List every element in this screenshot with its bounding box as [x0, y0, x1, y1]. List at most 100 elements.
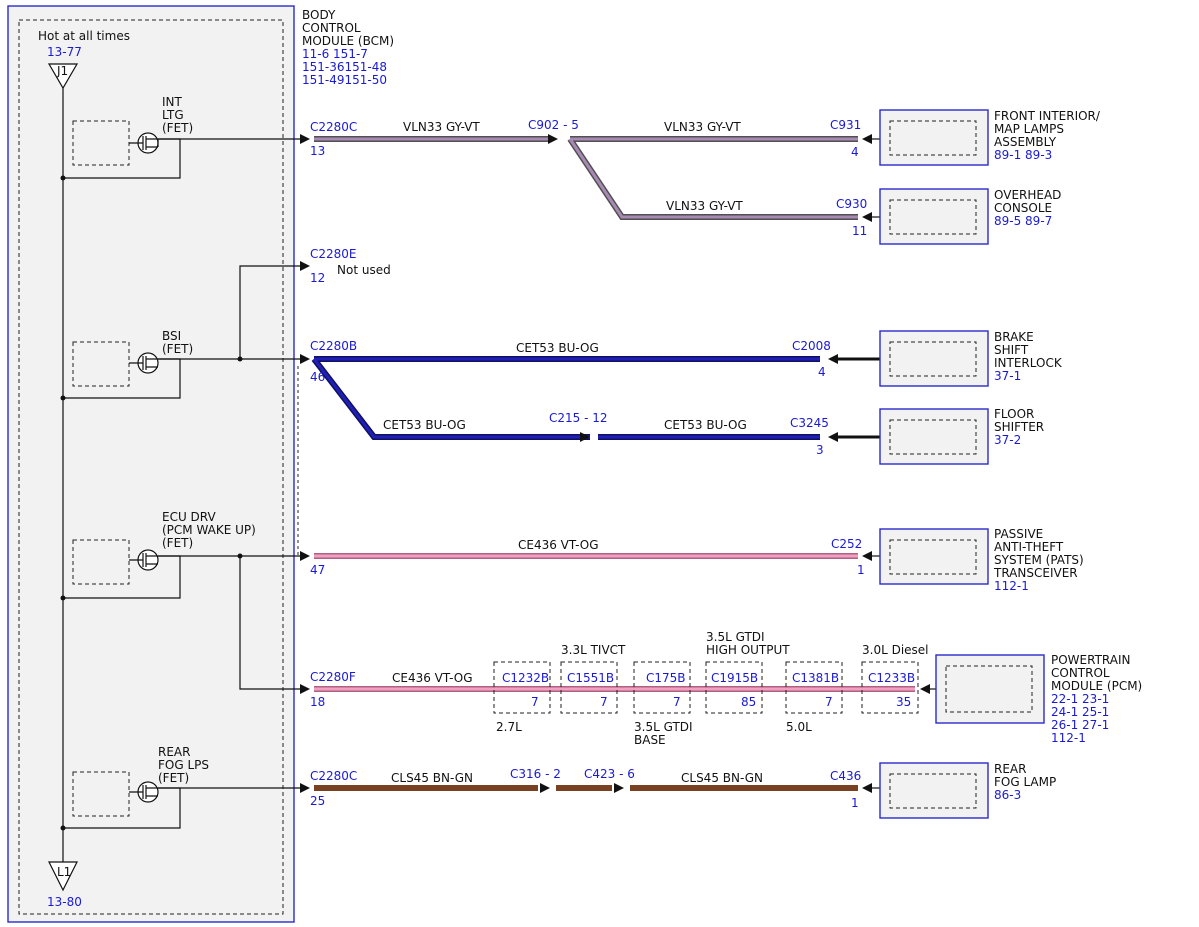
wire-cet53 [311, 356, 820, 442]
variant-c1915b-pin: 85 [741, 695, 756, 709]
module-overhead-name: OVERHEAD CONSOLE [994, 188, 1065, 215]
module-internal-box [889, 199, 977, 235]
l1-label: L1 [57, 865, 71, 879]
module-floor-shifter-name: FLOOR SHIFTER [994, 407, 1044, 434]
fet-rear-fog-label: REAR FOG LPS (FET) [158, 745, 213, 785]
module-brake-shift-interlock [879, 330, 989, 387]
conn-c2280b: C2280B [310, 339, 357, 353]
variant-c1233b-pin: 35 [896, 695, 911, 709]
fet-int-ltg-label: INT LTG (FET) [162, 95, 193, 135]
variant-box-c1551b [560, 661, 618, 714]
module-internal-box [889, 341, 977, 377]
conn-c423: C423 - 6 [584, 767, 635, 781]
module-rear-fog-lamp [879, 762, 989, 819]
j1-ref: 13-77 [47, 45, 82, 59]
wire-label-ce436-a: CE436 VT-OG [518, 538, 599, 552]
pin-47: 47 [310, 563, 325, 577]
fet-driver-box [72, 341, 130, 387]
module-pcm-name: POWERTRAIN CONTROL MODULE (PCM) [1051, 653, 1142, 693]
bcm-title: BODY CONTROL MODULE (BCM) [302, 8, 394, 48]
conn-c252: C252 [831, 537, 862, 551]
conn-c2280c-bottom: C2280C [310, 769, 357, 783]
wire-label-cet53-c: CET53 BU-OG [664, 418, 747, 432]
conn-c316: C316 - 2 [510, 767, 561, 781]
wire-label-cet53-b: CET53 BU-OG [383, 418, 466, 432]
conn-c2008: C2008 [792, 339, 831, 353]
l1-splice-icon [48, 861, 78, 892]
module-front-interior [879, 109, 989, 166]
module-internal-box [889, 539, 977, 575]
variant-label-27: 2.7L [496, 720, 522, 734]
pin-46: 46 [310, 370, 325, 384]
variant-c1232b-pin: 7 [531, 695, 539, 709]
module-overhead-refs: 89-5 89-7 [994, 214, 1052, 228]
conn-c930: C930 [836, 197, 867, 211]
conn-c215: C215 - 12 [549, 411, 608, 425]
pin-c436: 1 [851, 796, 859, 810]
wire-label-vln33-a: VLN33 GY-VT [403, 120, 480, 134]
variant-box-c175b [633, 661, 691, 714]
bcm-internal-outline [18, 19, 284, 915]
fet-rear-fog [60, 771, 300, 831]
module-rear-fog-name: REAR FOG LAMP [994, 762, 1056, 789]
wire-label-vln33-b: VLN33 GY-VT [664, 120, 741, 134]
module-floor-shifter-refs: 37-2 [994, 433, 1021, 447]
module-front-interior-refs: 89-1 89-3 [994, 148, 1052, 162]
wire-label-ce436-b: CE436 VT-OG [392, 671, 473, 685]
module-input-arrows [828, 134, 930, 793]
pin-18: 18 [310, 695, 325, 709]
pin-c931: 4 [851, 145, 859, 159]
variant-c1915b: C1915B [711, 671, 758, 685]
pin-c2008: 4 [818, 365, 826, 379]
conn-c2280e: C2280E [310, 247, 357, 261]
fet-int-ltg [60, 120, 300, 181]
fet-bsi-label: BSI (FET) [162, 329, 193, 356]
variant-c1233b: C1233B [868, 671, 915, 685]
conn-c902: C902 - 5 [528, 118, 579, 132]
variant-box-c1232b [493, 661, 551, 714]
variant-box-c1233b [861, 661, 919, 714]
variant-label-50: 5.0L [786, 720, 812, 734]
variant-c1381b-pin: 7 [825, 695, 833, 709]
pin-c252: 1 [857, 563, 865, 577]
wire-label-cet53-a: CET53 BU-OG [516, 341, 599, 355]
wire-label-vln33-c: VLN33 GY-VT [666, 199, 743, 213]
pin-25: 25 [310, 794, 325, 808]
variant-box-c1381b [785, 661, 843, 714]
conn-c2280c-top: C2280C [310, 120, 357, 134]
fet-ecu-drv-label: ECU DRV (PCM WAKE UP) (FET) [162, 510, 260, 550]
module-pats-refs: 112-1 [994, 579, 1029, 593]
conn-c2280f: C2280F [310, 670, 356, 684]
variant-c1232b: C1232B [502, 671, 549, 685]
l1-ref: 13-80 [47, 895, 82, 909]
fet-bsi [60, 265, 300, 401]
module-internal-box [889, 773, 977, 809]
j1-splice-icon [47, 63, 79, 90]
variant-label-30d: 3.0L Diesel [862, 643, 929, 657]
module-pcm-refs: 22-1 23-1 24-1 25-1 26-1 27-1 112-1 [1051, 692, 1113, 745]
module-brake-shift-refs: 37-1 [994, 369, 1021, 383]
module-front-interior-name: FRONT INTERIOR/ MAP LAMPS ASSEMBLY [994, 109, 1104, 149]
wire-label-cls45-a: CLS45 BN-GN [391, 771, 473, 785]
module-pats-name: PASSIVE ANTI-THEFT SYSTEM (PATS) TRANSCE… [993, 527, 1088, 580]
module-internal-box [945, 665, 1033, 713]
conn-c436: C436 [830, 769, 861, 783]
variant-c1551b-pin: 7 [600, 695, 608, 709]
module-internal-box [889, 120, 977, 156]
module-pcm [935, 654, 1045, 724]
bcm-refs: 11-6 151-7 151-36151-48 151-49151-50 [302, 47, 391, 87]
fet-driver-box [72, 771, 130, 817]
variant-c1551b: C1551B [567, 671, 614, 685]
hot-label: Hot at all times [38, 29, 130, 43]
wire-cls45 [314, 783, 858, 793]
variant-connectors [493, 661, 919, 714]
module-floor-shifter [879, 408, 989, 465]
variant-c175b: C175B [646, 671, 686, 685]
pin-13: 13 [310, 144, 325, 158]
fet-driver-box [72, 539, 130, 585]
conn-c3245: C3245 [790, 416, 829, 430]
pin-12: 12 [310, 271, 325, 285]
variant-c175b-pin: 7 [673, 695, 681, 709]
module-rear-fog-refs: 86-3 [994, 788, 1021, 802]
